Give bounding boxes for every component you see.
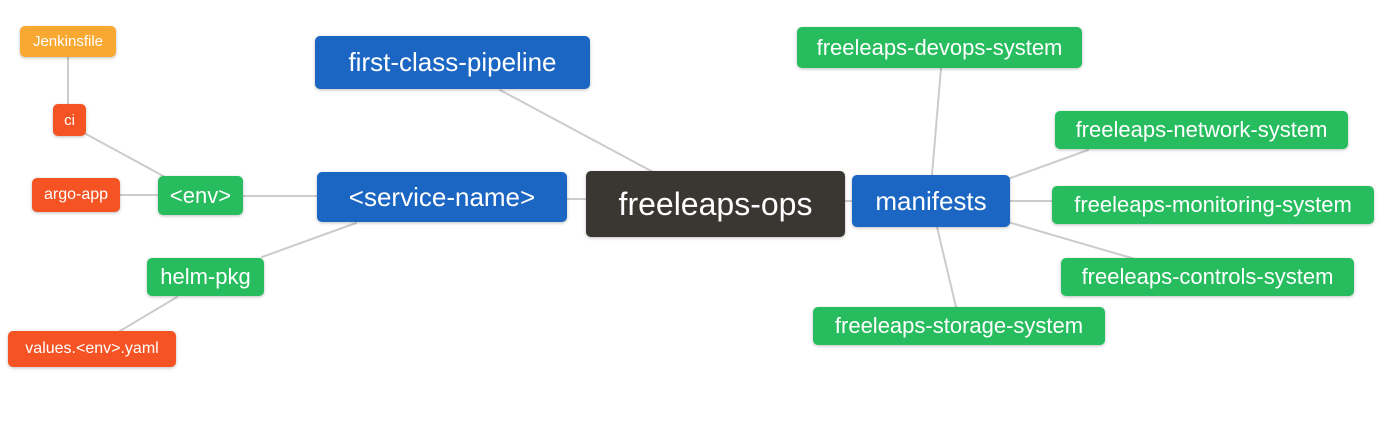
edge-values-env-yaml-helm-pkg: [119, 296, 178, 332]
node-monitoring-system[interactable]: freeleaps-monitoring-system: [1052, 186, 1374, 224]
node-devops-system[interactable]: freeleaps-devops-system: [797, 27, 1082, 68]
node-ci[interactable]: ci: [53, 104, 86, 136]
node-storage-system[interactable]: freeleaps-storage-system: [813, 307, 1105, 345]
node-env[interactable]: <env>: [158, 176, 243, 215]
node-helm-pkg[interactable]: helm-pkg: [147, 258, 264, 296]
edge-helm-pkg-service-name: [261, 222, 357, 258]
edge-first-class-pipeline-freeleaps-ops: [499, 89, 654, 173]
node-network-system[interactable]: freeleaps-network-system: [1055, 111, 1348, 149]
edge-manifests-storage-system: [936, 226, 957, 308]
node-service-name[interactable]: <service-name>: [317, 172, 567, 222]
edge-ci-env: [85, 133, 166, 178]
node-jenkinsfile[interactable]: Jenkinsfile: [20, 26, 116, 57]
node-manifests[interactable]: manifests: [852, 175, 1010, 227]
node-argo-app[interactable]: argo-app: [32, 178, 120, 212]
node-controls-system[interactable]: freeleaps-controls-system: [1061, 258, 1354, 296]
node-values-env-yaml[interactable]: values.<env>.yaml: [8, 331, 176, 367]
edge-manifests-network-system: [1004, 149, 1089, 181]
node-freeleaps-ops[interactable]: freeleaps-ops: [586, 171, 845, 237]
node-first-class-pipeline[interactable]: first-class-pipeline: [315, 36, 590, 89]
edge-manifests-devops-system: [931, 67, 942, 176]
edge-manifests-controls-system: [1007, 221, 1136, 260]
